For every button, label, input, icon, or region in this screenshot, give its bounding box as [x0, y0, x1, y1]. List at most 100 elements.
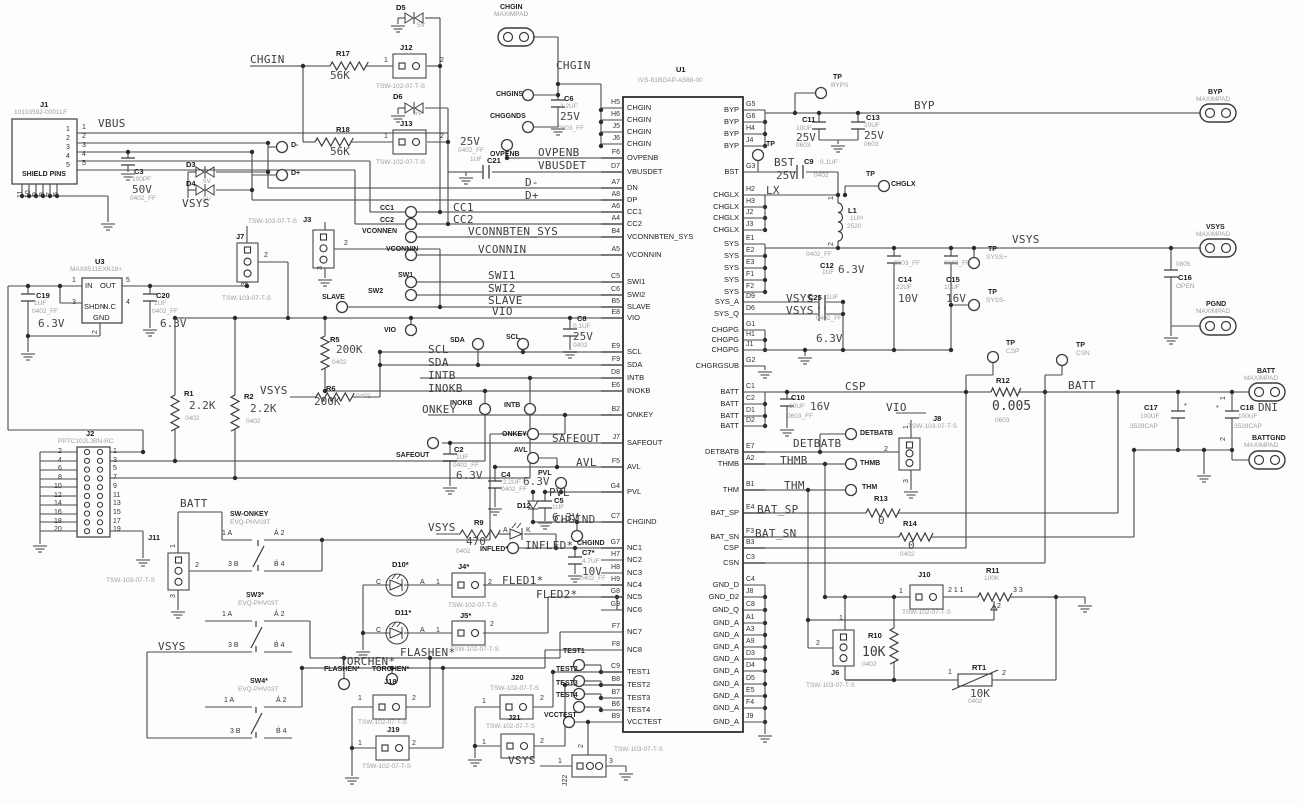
label-vsys: VSYS [182, 197, 210, 210]
pin2-circle [243, 257, 252, 266]
junction-dot [835, 192, 841, 198]
label-test4: TEST4 [556, 692, 578, 699]
label-3: 3 [170, 594, 177, 598]
u1-pin-name: INOKB [627, 386, 651, 395]
label-vbus: VBUS [98, 117, 126, 130]
junction-dot [1175, 447, 1181, 453]
label-0: 0 [878, 514, 885, 527]
label-5v: 5V [203, 178, 211, 185]
label-d+: D+ [525, 189, 539, 202]
junction-dot [147, 283, 153, 289]
label-maximpad: MAXIMPAD [1196, 308, 1231, 315]
junction-dot [341, 655, 347, 661]
pin1-square [505, 703, 513, 711]
u1-pin-name: THMB [717, 459, 739, 468]
ground-symbol [619, 773, 633, 781]
label-torchen*: TORCHEN* [340, 655, 396, 668]
junction-dot [805, 487, 811, 493]
label-8: 8 [58, 474, 62, 481]
junction-dot [816, 110, 822, 116]
capacitor-symbol [563, 328, 577, 337]
label-b-4: B́ 4 [274, 561, 285, 568]
label-25v: 25V [460, 135, 480, 148]
u1-pin-name: GND_A [713, 630, 739, 639]
label-0402: 0402 [185, 415, 200, 422]
label-pvl: PVL [549, 486, 570, 499]
junction-dot [555, 92, 561, 98]
label-6.3v: 6.3V [838, 263, 865, 276]
ground-symbol [101, 223, 115, 231]
jumper-2pin [392, 129, 427, 155]
label-a: A [420, 579, 425, 586]
u1-pin-name: SWI2 [627, 290, 646, 299]
pin2-circle [905, 449, 914, 458]
capacitor-symbol [538, 500, 552, 509]
capacitor-symbol [851, 121, 865, 130]
junction-dot [891, 677, 897, 683]
u1-pin-number: G6 [746, 113, 756, 120]
label-in: IN [85, 281, 93, 290]
pad-hole [518, 31, 530, 43]
ground-symbol [1078, 605, 1092, 613]
label-evq-phv03t: EVQ-PHV03T [238, 686, 279, 693]
label-vio: VIO [384, 327, 397, 334]
testpoint-thm [844, 483, 858, 497]
testpoint-chgind [570, 529, 584, 543]
testpoint-chglx [877, 179, 891, 193]
u1-pin-name: GND_D [712, 580, 739, 589]
label-slave: SLAVE [322, 294, 345, 301]
testpoint-torchen [385, 672, 399, 686]
pad-hole [1220, 107, 1232, 119]
junction-dot [840, 311, 846, 317]
pin2-circle [470, 580, 480, 590]
label-chgind: CHGIND [554, 513, 596, 526]
label-sw3*: SW3* [246, 592, 264, 599]
ground-symbol [345, 777, 359, 785]
u1-pin-name: NC4 [627, 580, 643, 589]
label-shield-pins: SHIELD PINS [22, 171, 66, 178]
u1-pin-name: NC7 [627, 627, 643, 636]
label-vsys: VSYS [158, 640, 186, 653]
label-dni: DNI [1258, 401, 1278, 414]
junction-dot [963, 389, 969, 395]
u1-pin-name: SYS [723, 275, 739, 284]
label-200k: 200K [314, 395, 341, 408]
u1-pin-number: F3 [746, 528, 755, 535]
label-2: 2 [344, 240, 348, 247]
component-box [11, 118, 78, 185]
label-15: 15 [113, 509, 121, 516]
testpoint-infled [506, 541, 520, 555]
pin3-circle [594, 761, 604, 771]
label-swi2: SWI2 [488, 282, 516, 295]
pin2-circle [319, 244, 328, 253]
label-25v: 25V [796, 131, 816, 144]
label-vsys: VSYS [1206, 224, 1225, 231]
pin2-circle [519, 741, 529, 751]
label-j12: J12 [400, 43, 413, 52]
label-0402: 0402 [456, 548, 471, 555]
junction-dot [567, 315, 573, 321]
testpoint-vcctest [562, 715, 576, 729]
label-0.005: 0.005 [992, 399, 1032, 414]
u1-pin-name: CHGIN [627, 127, 652, 136]
label-vio: VIO [886, 401, 907, 414]
junction-dot [1131, 447, 1137, 453]
label-r14: R14 [903, 519, 917, 528]
junction-dot [1053, 594, 1059, 600]
label-5: 5 [126, 277, 130, 284]
u1-pin-number: E3 [746, 259, 755, 266]
label-safeout: SAFEOUT [552, 432, 601, 445]
u1-pin-number: H9 [611, 576, 620, 583]
junction-dot [172, 458, 178, 464]
resistor-symbol [459, 528, 501, 540]
testpoint-ovpenb [500, 138, 514, 152]
label-flashen*: FLASHEN* [324, 666, 360, 673]
label-6.3v: 6.3V [816, 332, 843, 345]
capacitor-symbol [796, 165, 804, 179]
pin2-circle [394, 743, 404, 753]
component-box [76, 446, 111, 538]
label-100pf: 100PF [132, 176, 152, 183]
junction-dot [530, 519, 536, 525]
label-ivs-81bgap-a588-00: IVS-81BGAP-A588-00 [638, 77, 703, 84]
u1-pin-name: OVPENB [627, 153, 659, 162]
